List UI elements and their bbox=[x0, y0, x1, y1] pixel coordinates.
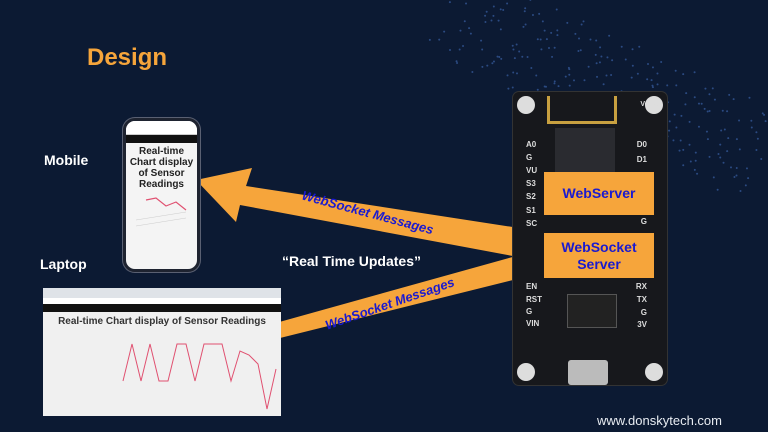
antenna bbox=[547, 96, 617, 124]
pin-label: G bbox=[640, 308, 647, 317]
pin-label: G bbox=[526, 307, 533, 316]
webserver-box: WebServer bbox=[544, 172, 654, 215]
realtime-label: “Real Time Updates” bbox=[282, 253, 422, 269]
pin-label: S2 bbox=[526, 192, 536, 201]
version-label: Ver 0. bbox=[640, 101, 659, 108]
pin-label: EN bbox=[526, 282, 538, 291]
pin-label: A0 bbox=[526, 140, 537, 149]
upper-arrow bbox=[196, 168, 545, 262]
pin-label: RST bbox=[526, 295, 542, 304]
pin-label: S1 bbox=[526, 206, 536, 215]
slide-title: Design bbox=[87, 44, 168, 71]
pin-label: G bbox=[526, 153, 533, 162]
phone-screenshot: Real-time Chart display of Sensor Readin… bbox=[123, 118, 200, 272]
pin-label: D1 bbox=[636, 155, 647, 164]
pin-label: D0 bbox=[636, 140, 647, 149]
websocket-server-box: WebSocket Server bbox=[544, 233, 654, 278]
pin-label: RX bbox=[635, 282, 647, 291]
laptop-chart bbox=[122, 343, 277, 410]
footer-url: www.donskytech.com bbox=[597, 413, 722, 428]
pin-label: VU bbox=[526, 166, 538, 175]
phone-chart bbox=[135, 197, 187, 227]
pin-label: VIN bbox=[526, 319, 540, 328]
lower-arrow bbox=[250, 248, 545, 358]
laptop-label: Laptop bbox=[40, 256, 87, 272]
usb-chip bbox=[567, 294, 617, 328]
usb-port bbox=[568, 360, 608, 385]
phone-page-title: Real-time Chart display of Sensor Readin… bbox=[129, 146, 194, 190]
laptop-page-title: Real-time Chart display of Sensor Readin… bbox=[58, 316, 266, 327]
pin-label: S3 bbox=[526, 179, 536, 188]
pin-label: TX bbox=[636, 295, 647, 304]
pin-label: SC bbox=[526, 219, 538, 228]
pin-label: G bbox=[640, 217, 647, 226]
laptop-screenshot: Real-time Chart display of Sensor Readin… bbox=[43, 288, 281, 416]
mobile-label: Mobile bbox=[44, 152, 89, 168]
pin-label: 3V bbox=[637, 320, 647, 329]
esp-module bbox=[555, 128, 615, 172]
